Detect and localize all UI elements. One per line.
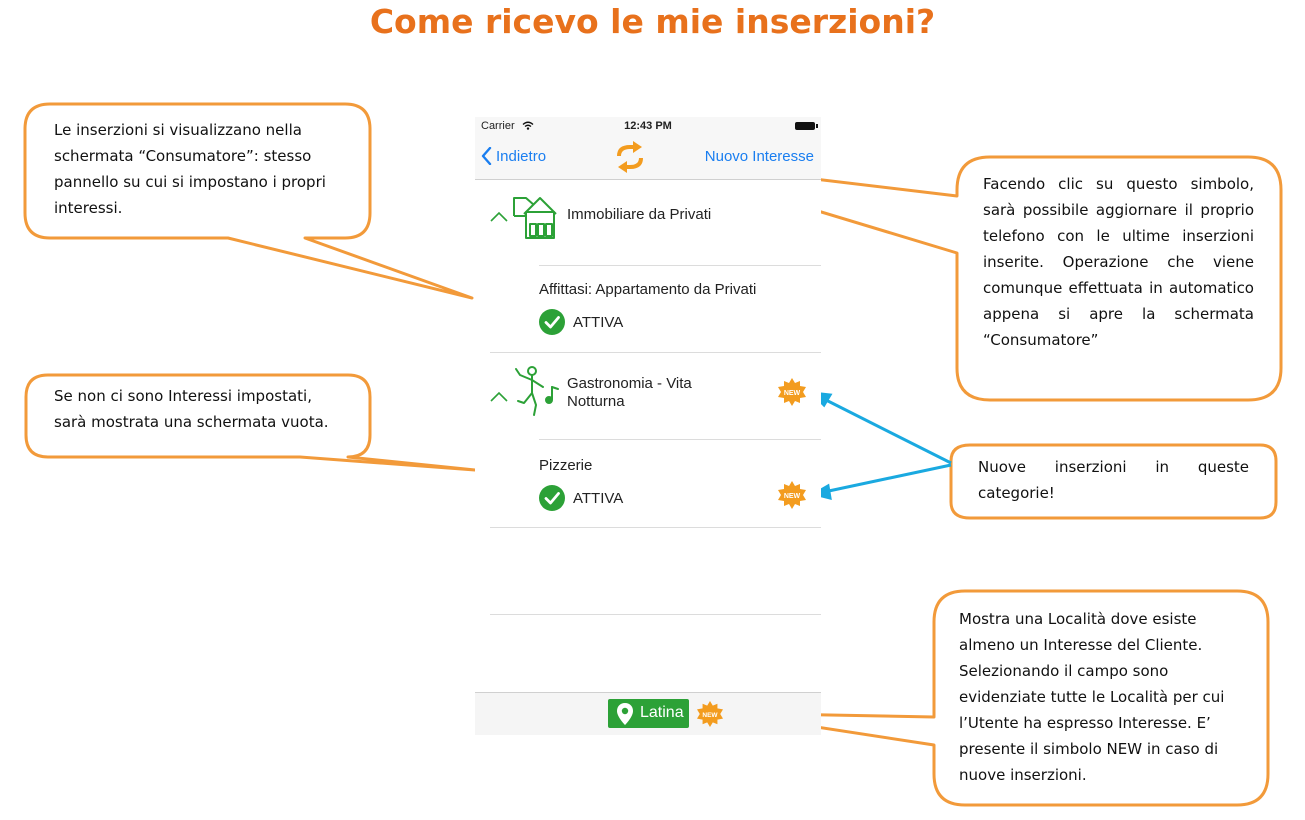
phone-screen: Carrier 12:43 PM Indietro Nuovo Interess… [475, 117, 821, 735]
nav-bar: Indietro Nuovo Interesse [475, 137, 821, 180]
dancer-music-icon [515, 366, 559, 416]
new-badge-icon: NEW [778, 481, 806, 509]
new-interest-button[interactable]: Nuovo Interesse [704, 148, 814, 165]
location-label: Latina [640, 704, 684, 721]
category-row-immobiliare[interactable]: Immobiliare da Privati [490, 179, 821, 267]
map-pin-icon [617, 703, 633, 725]
callout-empty-screen: Se non ci sono Interessi impostati, sarà… [54, 387, 329, 431]
category-name: Gastronomia - Vita Notturna [567, 375, 692, 410]
location-bar: Latina NEW [475, 692, 821, 735]
divider [490, 352, 821, 353]
subcategory-label: Affittasi: Appartamento da Privati [539, 281, 757, 298]
status-bar: Carrier 12:43 PM [475, 117, 821, 137]
subcategory-row-pizzerie[interactable]: Pizzerie ATTIVA NEW [539, 457, 821, 517]
subcategory-row-affittasi[interactable]: Affittasi: Appartamento da Privati ATTIV… [539, 281, 821, 341]
svg-text:NEW: NEW [784, 493, 801, 500]
house-icon [513, 197, 557, 239]
wifi-icon [522, 121, 534, 130]
new-badge-icon: NEW [778, 378, 806, 406]
battery-icon [795, 122, 818, 130]
new-badge-icon: NEW [697, 701, 723, 727]
check-circle-icon [539, 309, 565, 335]
category-row-gastronomia[interactable]: Gastronomia - Vita Notturna NEW [490, 353, 821, 441]
divider [490, 614, 821, 615]
divider [490, 527, 821, 528]
location-button[interactable]: Latina [608, 699, 689, 728]
back-button-label: Indietro [496, 147, 547, 165]
subcategory-label: Pizzerie [539, 457, 593, 474]
refresh-icon[interactable] [615, 141, 645, 173]
page-title: Come ricevo le mie inserzioni? [369, 2, 936, 41]
status-label: ATTIVA [573, 490, 624, 507]
back-button[interactable]: Indietro [481, 147, 546, 165]
callout-refresh: Facendo clic su questo simbolo, sarà pos… [983, 175, 1254, 349]
carrier-label: Carrier [481, 120, 515, 132]
status-label: ATTIVA [573, 314, 624, 331]
chevron-up-icon[interactable] [490, 391, 508, 403]
svg-text:NEW: NEW [702, 712, 718, 719]
callout-new-items: Nuove inserzioni in queste categorie! [978, 458, 1249, 502]
category-name: Immobiliare da Privati [567, 206, 712, 223]
svg-text:NEW: NEW [784, 390, 801, 397]
chevron-left-icon [481, 147, 492, 165]
callout-consumatore: Le inserzioni si visualizzano nella sche… [54, 121, 326, 217]
callout-location: Mostra una Località dove esiste almeno u… [959, 610, 1225, 784]
chevron-up-icon[interactable] [490, 211, 508, 223]
divider [539, 439, 821, 440]
divider [539, 265, 821, 266]
status-time: 12:43 PM [624, 120, 672, 132]
check-circle-icon [539, 485, 565, 511]
